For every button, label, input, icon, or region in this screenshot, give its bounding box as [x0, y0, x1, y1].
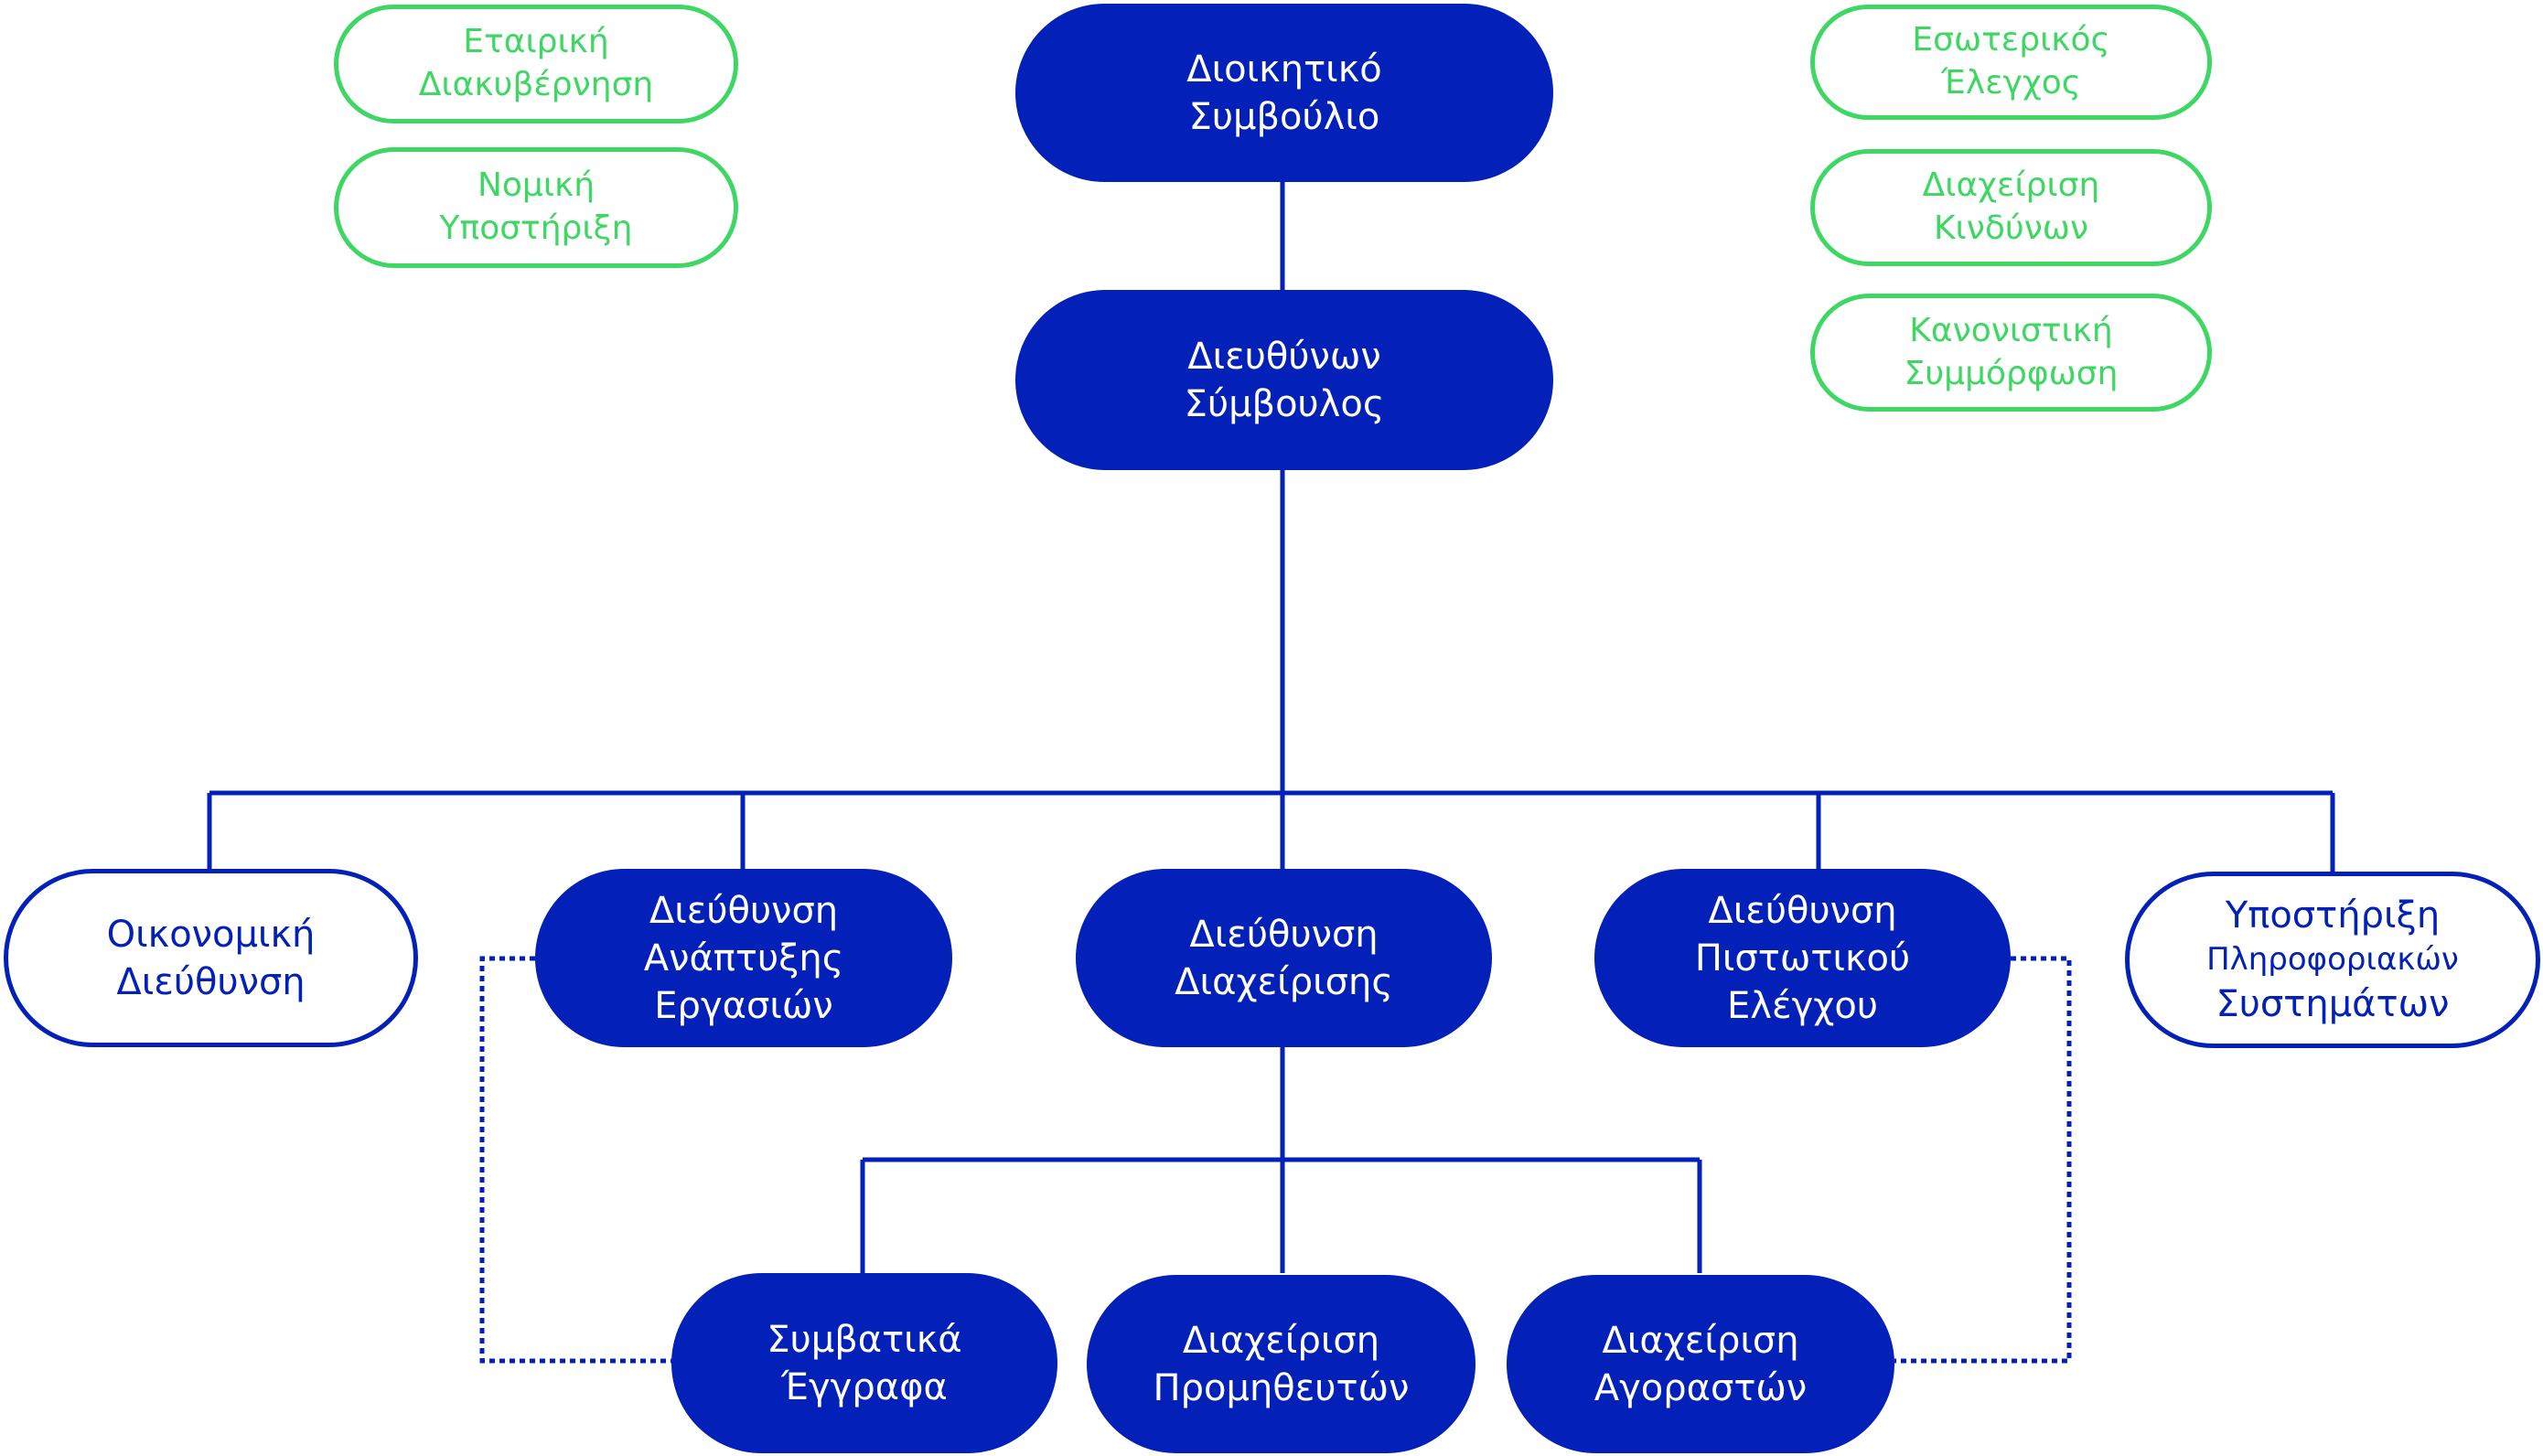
node-finance-line-1: Οικονομική: [106, 913, 316, 956]
node-business-development-line-3: Εργασιών: [654, 984, 833, 1027]
node-buyers[interactable]: Διαχείριση Αγοραστών: [1507, 1275, 1894, 1453]
dotted-edge-credit-control-buyers: [1894, 956, 2072, 1364]
node-credit-control-line-3: Ελέγχου: [1727, 984, 1878, 1027]
node-ceo[interactable]: Διευθύνων Σύμβουλος: [1015, 290, 1553, 470]
node-ceo-line-1: Διευθύνων: [1187, 335, 1381, 378]
node-ceo-line-2: Σύμβουλος: [1184, 382, 1385, 425]
node-legal-support-line-1: Νομική: [477, 166, 596, 205]
node-internal-audit[interactable]: Εσωτερικός Έλεγχος: [1810, 5, 2212, 120]
node-contracts-line-1: Συμβατικά: [767, 1318, 962, 1361]
dotted-edge-business-development-contracts: [479, 956, 671, 1364]
node-board-line-2: Συμβούλιο: [1188, 95, 1380, 138]
node-suppliers-line-1: Διαχείριση: [1182, 1319, 1380, 1362]
node-credit-control-line-2: Πιστωτικού: [1694, 937, 1911, 980]
node-risk-management-line-2: Κινδύνων: [1933, 209, 2089, 247]
node-credit-control[interactable]: Διεύθυνση Πιστωτικού Ελέγχου: [1594, 869, 2011, 1047]
node-suppliers-line-2: Προμηθευτών: [1153, 1366, 1410, 1409]
node-suppliers[interactable]: Διαχείριση Προμηθευτών: [1087, 1275, 1475, 1453]
node-management[interactable]: Διεύθυνση Διαχείρισης: [1076, 869, 1492, 1047]
node-buyers-line-2: Αγοραστών: [1593, 1366, 1808, 1409]
node-management-line-2: Διαχείρισης: [1175, 960, 1393, 1003]
node-business-development-line-1: Διεύθυνση: [649, 889, 839, 932]
node-internal-audit-line-1: Εσωτερικός: [1912, 21, 2110, 59]
node-compliance[interactable]: Κανονιστική Συμμόρφωση: [1810, 294, 2212, 412]
node-corporate-governance-line-2: Διακυβέρνηση: [418, 66, 654, 103]
node-it-support-line-1: Υποστήριξη: [2225, 894, 2441, 937]
node-legal-support-line-2: Υποστήριξη: [439, 209, 633, 247]
node-it-support[interactable]: Υποστήριξη Πληροφοριακών Συστημάτων: [2125, 872, 2540, 1048]
node-compliance-line-2: Συμμόρφωση: [1904, 354, 2119, 392]
node-it-support-line-2: Πληροφοριακών: [2206, 941, 2459, 979]
node-corporate-governance-line-1: Εταιρική: [463, 23, 609, 61]
node-internal-audit-line-2: Έλεγχος: [1941, 64, 2081, 102]
node-risk-management-line-1: Διαχείριση: [1922, 166, 2100, 205]
node-business-development[interactable]: Διεύθυνση Ανάπτυξης Εργασιών: [535, 869, 952, 1047]
node-board[interactable]: Διοικητικό Συμβούλιο: [1015, 4, 1553, 182]
node-contracts[interactable]: Συμβατικά Έγγραφα: [671, 1273, 1057, 1453]
node-credit-control-line-1: Διεύθυνση: [1708, 889, 1897, 932]
node-finance[interactable]: Οικονομική Διεύθυνση: [4, 869, 418, 1047]
node-finance-line-2: Διεύθυνση: [116, 960, 306, 1003]
node-business-development-line-2: Ανάπτυξης: [643, 937, 844, 980]
node-compliance-line-1: Κανονιστική: [1909, 311, 2113, 349]
node-risk-management[interactable]: Διαχείριση Κινδύνων: [1810, 149, 2212, 266]
node-management-line-1: Διεύθυνση: [1189, 913, 1379, 956]
node-legal-support[interactable]: Νομική Υποστήριξη: [334, 147, 738, 268]
node-board-line-1: Διοικητικό: [1186, 48, 1382, 91]
node-it-support-line-3: Συστημάτων: [2216, 982, 2450, 1025]
node-contracts-line-2: Έγγραφα: [781, 1365, 948, 1408]
node-corporate-governance[interactable]: Εταιρική Διακυβέρνηση: [334, 5, 738, 123]
node-buyers-line-1: Διαχείριση: [1602, 1319, 1799, 1362]
